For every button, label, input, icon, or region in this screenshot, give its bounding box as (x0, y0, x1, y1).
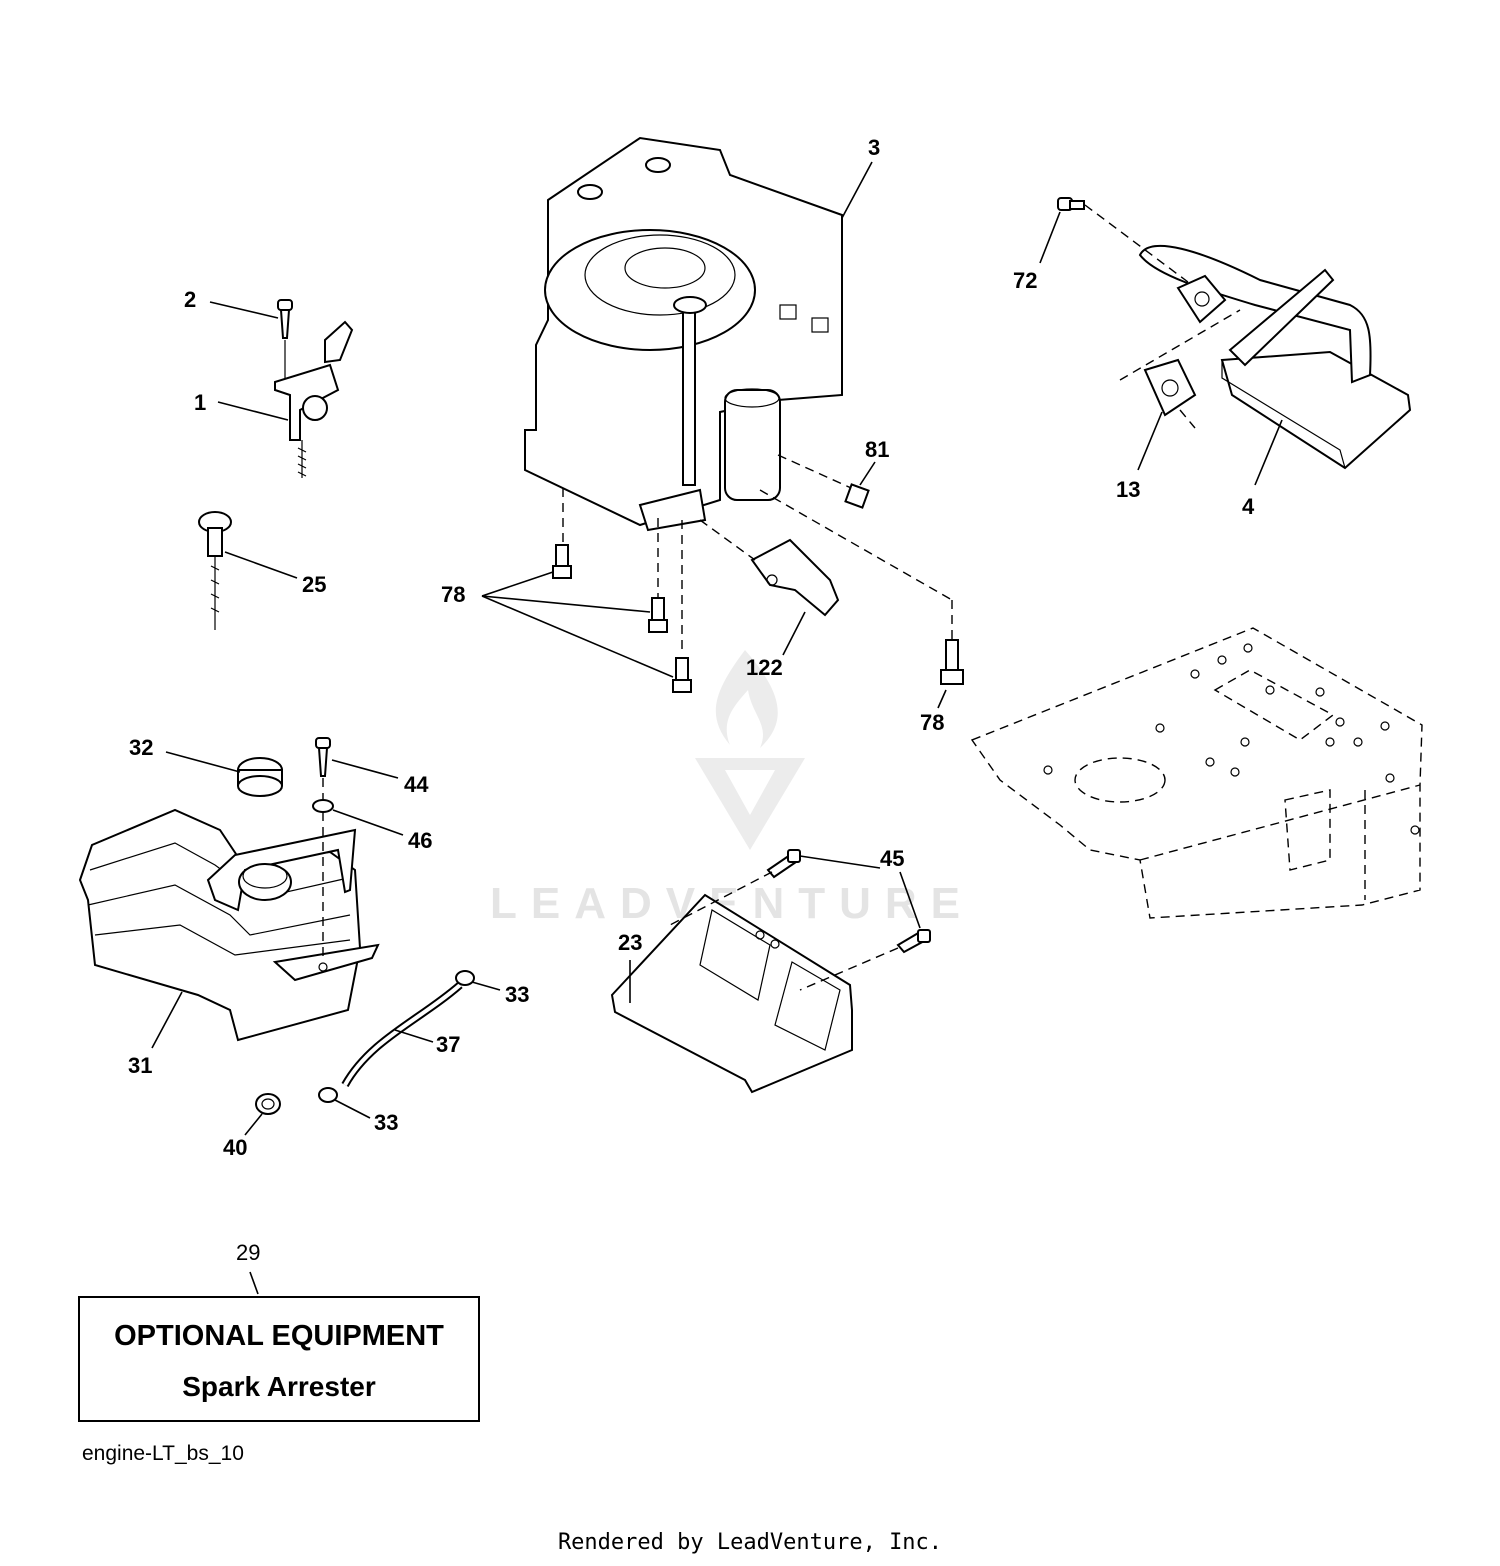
callout-33-bottom: 33 (374, 1110, 398, 1135)
nut-81-part (844, 483, 870, 509)
callout-33-top: 33 (505, 982, 529, 1007)
heat-shield-122-part (750, 538, 840, 617)
callout-23: 23 (618, 930, 642, 955)
optional-equipment-box: OPTIONAL EQUIPMENT Spark Arrester (78, 1296, 480, 1422)
engine-plate-part (610, 893, 853, 1094)
callout-29: 29 (236, 1240, 260, 1265)
callout-46: 46 (408, 828, 432, 853)
callout-2: 2 (184, 287, 196, 312)
optional-equipment-title: OPTIONAL EQUIPMENT (114, 1320, 444, 1352)
callout-44: 44 (404, 772, 429, 797)
hose-clamp-part (318, 970, 475, 1103)
exhaust-gasket-part (1143, 358, 1197, 417)
screw-44-part (315, 737, 331, 777)
footer-credit: Rendered by LeadVenture, Inc. (557, 1530, 943, 1555)
bolt-78-part (552, 544, 964, 693)
callout-122: 122 (746, 655, 783, 680)
spark-arrester-label: Spark Arrester (182, 1371, 376, 1402)
callout-37: 37 (436, 1032, 460, 1057)
frame-part (970, 627, 1423, 919)
callout-81: 81 (865, 437, 889, 462)
callout-78-right: 78 (920, 710, 944, 735)
throttle-control-part (274, 299, 354, 478)
exhaust-bolt-72-part (1057, 197, 1085, 211)
callout-40: 40 (223, 1135, 247, 1160)
callout-3: 3 (868, 135, 880, 160)
diagram-id: engine-LT_bs_10 (82, 1442, 244, 1465)
callout-4: 4 (1242, 494, 1255, 519)
callout-45: 45 (880, 846, 904, 871)
fuel-tank-part (78, 808, 380, 1042)
callout-31: 31 (128, 1053, 152, 1078)
muffler-part (1138, 244, 1412, 470)
callout-25: 25 (302, 572, 326, 597)
callout-1: 1 (194, 390, 206, 415)
washer-46-part (312, 799, 334, 813)
watermark-logo-icon (695, 650, 805, 850)
callout-72: 72 (1013, 268, 1037, 293)
engine-part (524, 136, 843, 532)
choke-knob-part (198, 511, 232, 630)
callout-13: 13 (1116, 477, 1140, 502)
grommet-part (255, 1093, 281, 1115)
screw-45-part (766, 849, 931, 954)
fuel-cap-part (237, 757, 283, 797)
callout-32: 32 (129, 735, 153, 760)
callout-78-left: 78 (441, 582, 465, 607)
